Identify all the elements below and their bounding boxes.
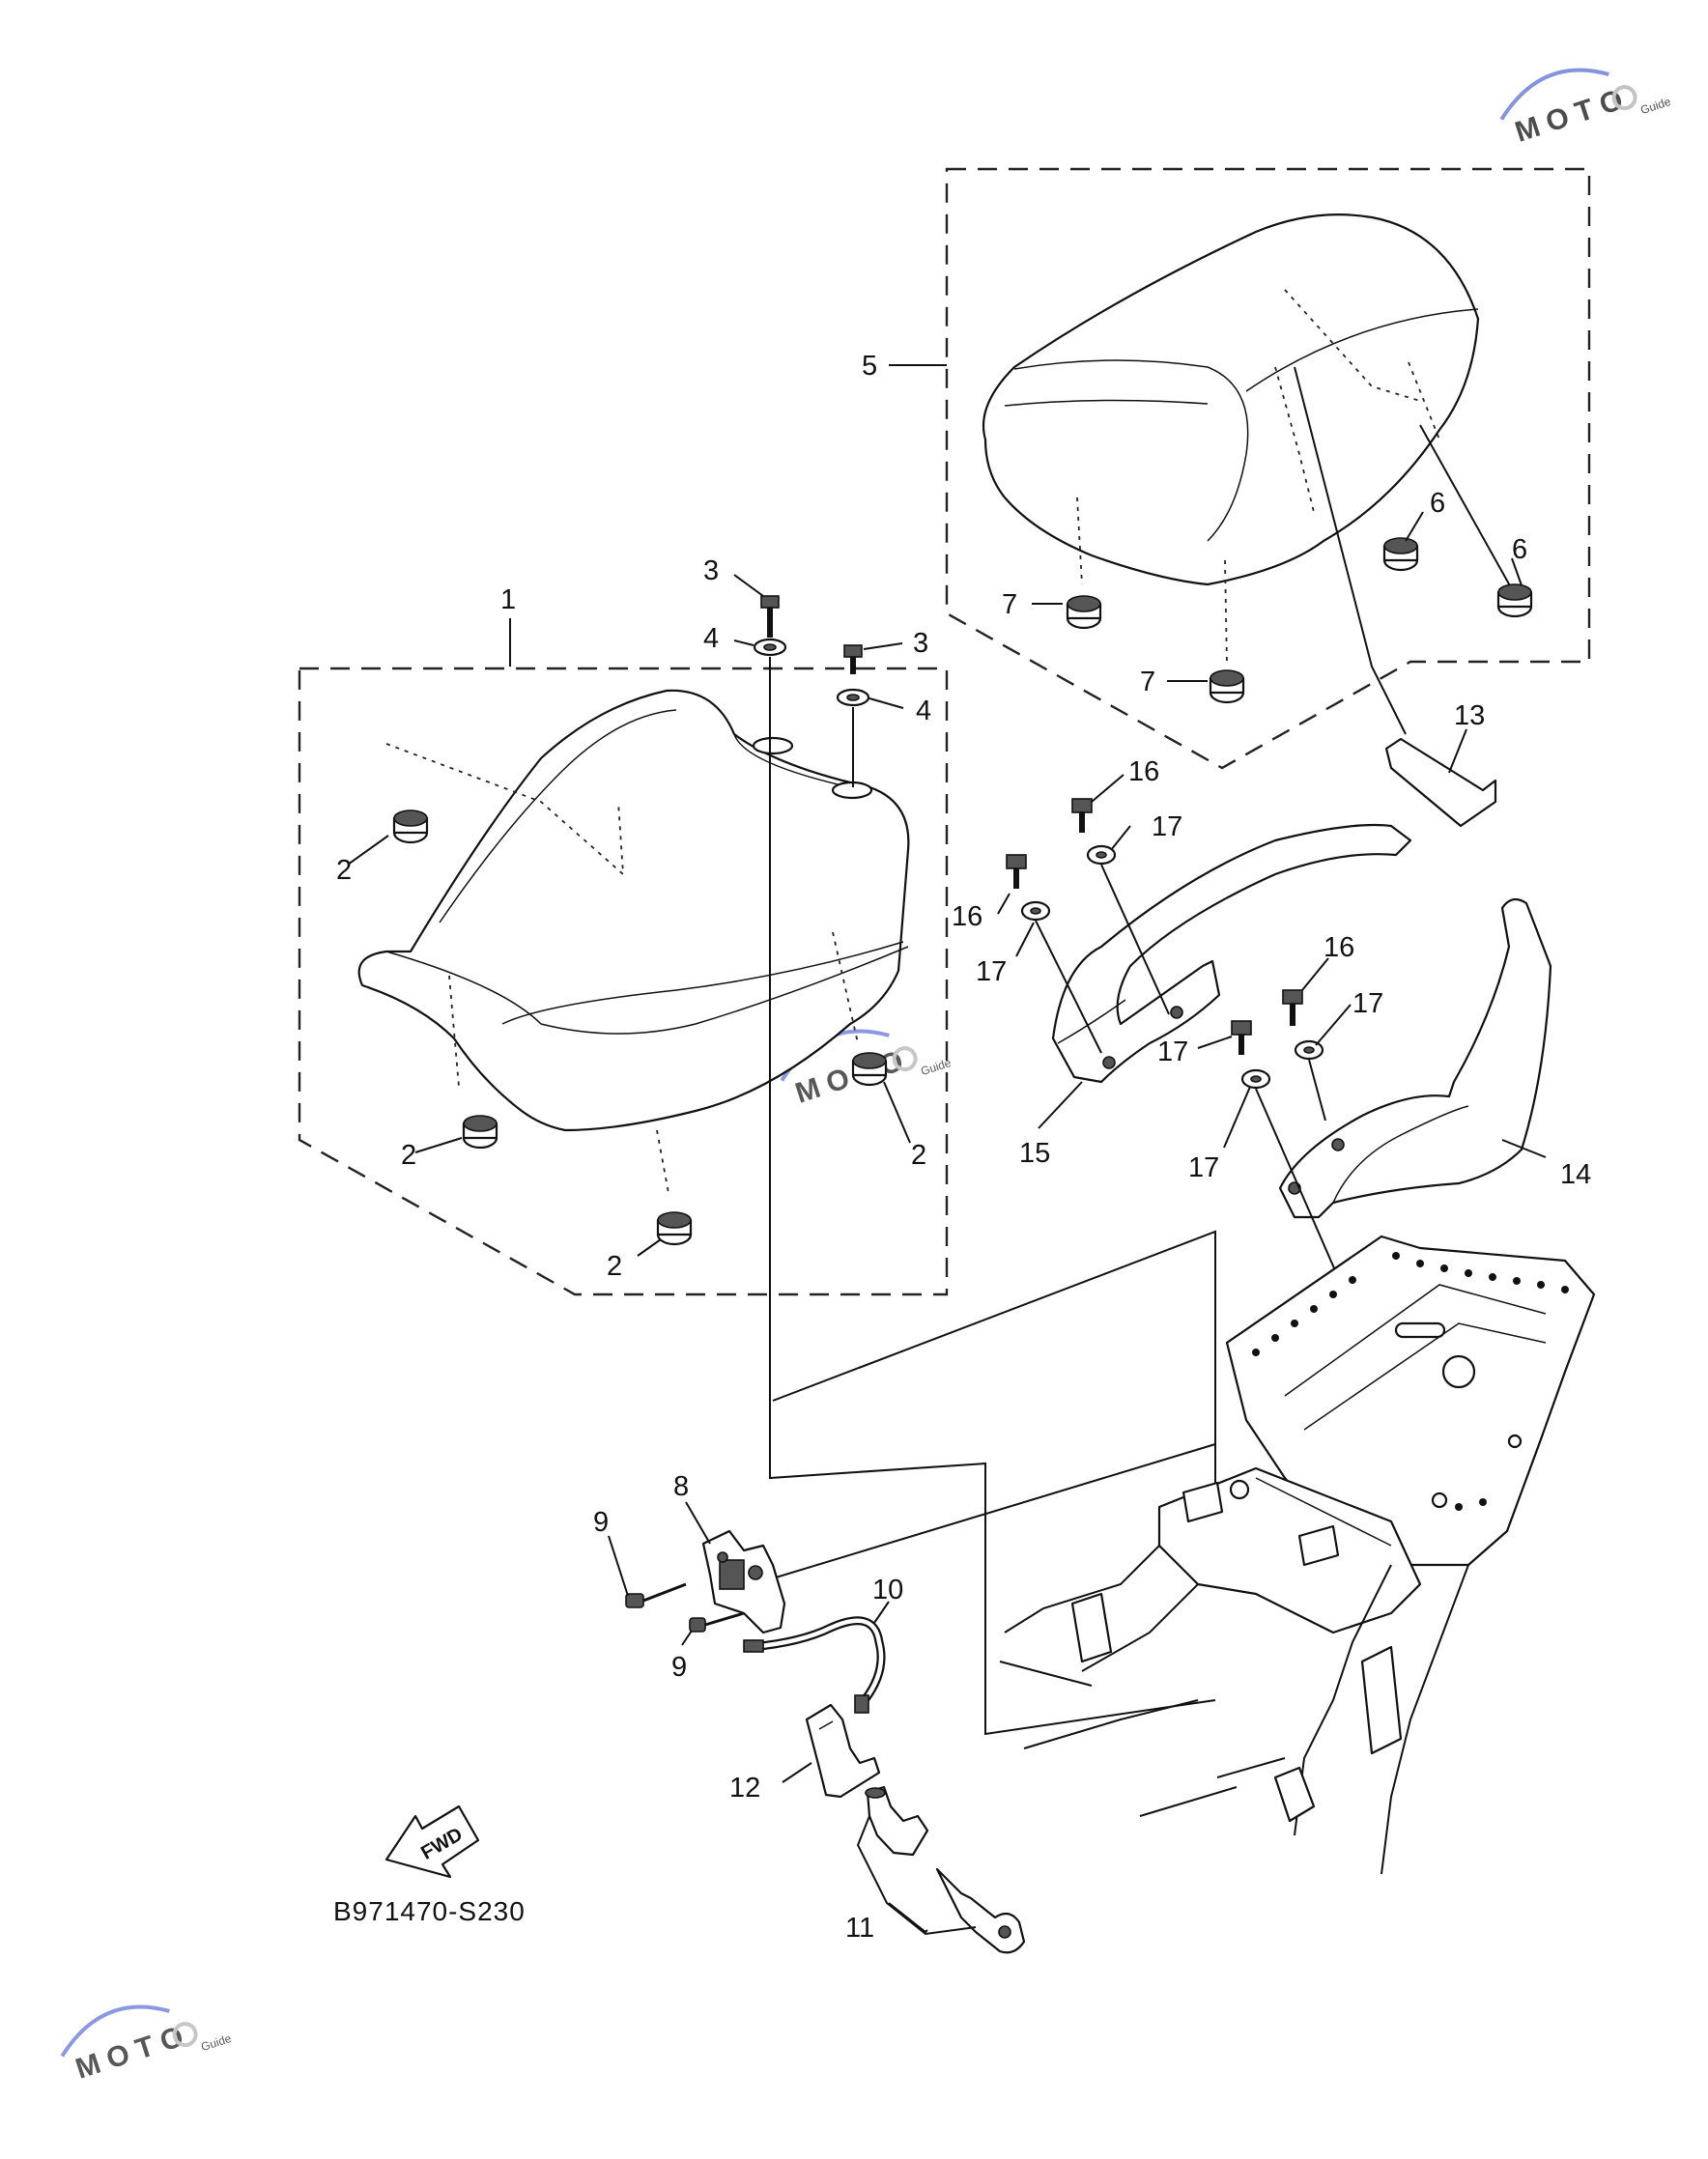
damper-7b	[1209, 669, 1245, 704]
svg-text:Guide: Guide	[199, 2031, 233, 2054]
callout-13: 13	[1454, 700, 1485, 731]
callout-16-d: 17	[1157, 1037, 1188, 1067]
leader-line-bolt-path	[769, 657, 1216, 1736]
callout-17-b: 17	[976, 956, 1007, 987]
washer-17b	[1020, 900, 1051, 922]
callout-17-c: 17	[1352, 988, 1383, 1019]
grab-bar-14	[1278, 897, 1552, 1219]
washer-17d	[1240, 1068, 1271, 1090]
callout-2-bottom: 2	[607, 1251, 622, 1282]
svg-text:Guide: Guide	[919, 1056, 953, 1078]
callout-9-a: 9	[593, 1507, 609, 1538]
callout-8: 8	[673, 1471, 689, 1502]
svg-text:M O T O: M O T O	[1511, 84, 1627, 149]
group-box-front-seat	[298, 667, 949, 1296]
bolt-3a	[760, 595, 780, 638]
callout-4-a: 4	[703, 623, 719, 654]
callout-3-b: 3	[913, 628, 928, 659]
bolt-16b	[1006, 854, 1027, 889]
damper-7a	[1066, 595, 1102, 630]
leader-bolt-16b	[1035, 920, 1102, 1054]
callout-5: 5	[862, 351, 877, 382]
damper-2d	[656, 1211, 693, 1246]
seat-hook-13	[1384, 737, 1497, 828]
washer-4a	[753, 638, 787, 657]
callout-16-c: 16	[1324, 932, 1354, 963]
callout-14: 14	[1560, 1159, 1591, 1190]
callout-2-front: 2	[401, 1140, 416, 1171]
callout-2-left: 2	[336, 855, 352, 886]
seat-lock-cable-10	[743, 1616, 886, 1714]
rear-seat	[982, 213, 1513, 735]
bolt-16a	[1071, 798, 1093, 833]
key-11	[935, 1867, 1026, 1954]
callout-17-d: 17	[1188, 1152, 1219, 1183]
callout-7-b: 7	[1140, 667, 1155, 697]
callout-6-a: 6	[1430, 488, 1445, 519]
bolt-9a	[625, 1582, 687, 1608]
callout-3-a: 3	[703, 555, 719, 586]
bolt-16c	[1282, 989, 1303, 1026]
fwd-arrow-icon: FWD	[384, 1804, 480, 1879]
callout-10: 10	[872, 1575, 903, 1605]
callout-numbers: 1 2 2 2 2 3 3 4 4 5 6 6 7 7 8 9 9 10 11 …	[336, 351, 1591, 1944]
callout-16-b: 16	[952, 901, 982, 932]
watermark-logo-top: M O T O Guide	[1499, 68, 1672, 149]
lock-cylinder-11	[865, 1785, 929, 1857]
bolt-9b	[689, 1611, 745, 1633]
callout-1: 1	[500, 584, 516, 615]
callout-11: 11	[845, 1913, 874, 1944]
callout-16-a: 16	[1128, 756, 1159, 787]
leader-line-lock-to-frame	[753, 1443, 1216, 1585]
svg-text:Guide: Guide	[1638, 95, 1672, 117]
leader-bolt-16c	[1308, 1059, 1326, 1122]
bolt-16d	[1231, 1020, 1252, 1055]
callout-15: 15	[1019, 1138, 1050, 1169]
washer-17c	[1294, 1039, 1324, 1061]
callout-leader-lines	[347, 364, 1547, 1936]
damper-6b	[1496, 583, 1533, 618]
washer-17a	[1086, 844, 1117, 866]
front-seat	[357, 689, 910, 1194]
damper-2b	[462, 1115, 498, 1150]
leader-bolt-16a	[1100, 864, 1170, 1015]
svg-text:M O T O: M O T O	[71, 2021, 187, 2086]
callout-12: 12	[729, 1773, 760, 1804]
washer-4b	[836, 688, 870, 707]
callout-4-b: 4	[916, 696, 931, 726]
grab-bar-15	[1051, 823, 1412, 1084]
group-box-rear-seat	[945, 167, 1591, 770]
damper-2a	[392, 810, 429, 844]
leader-line-seat-to-frame	[772, 1230, 1216, 1492]
callout-7-a: 7	[1002, 589, 1017, 620]
diagram-code: B971470-S230	[333, 1896, 526, 1926]
rear-frame	[999, 1235, 1596, 1875]
watermark-logo-bottom: M O T O Guide	[60, 2004, 233, 2086]
bolt-3b	[843, 644, 863, 674]
damper-6a	[1382, 537, 1419, 572]
damper-2c	[851, 1052, 888, 1087]
callout-6-b: 6	[1512, 534, 1527, 565]
callout-17-a: 17	[1152, 811, 1182, 842]
callout-2-right: 2	[911, 1140, 926, 1171]
lock-bracket-8	[701, 1529, 786, 1634]
callout-9-b: 9	[671, 1652, 687, 1683]
cable-cover-12	[805, 1703, 881, 1799]
